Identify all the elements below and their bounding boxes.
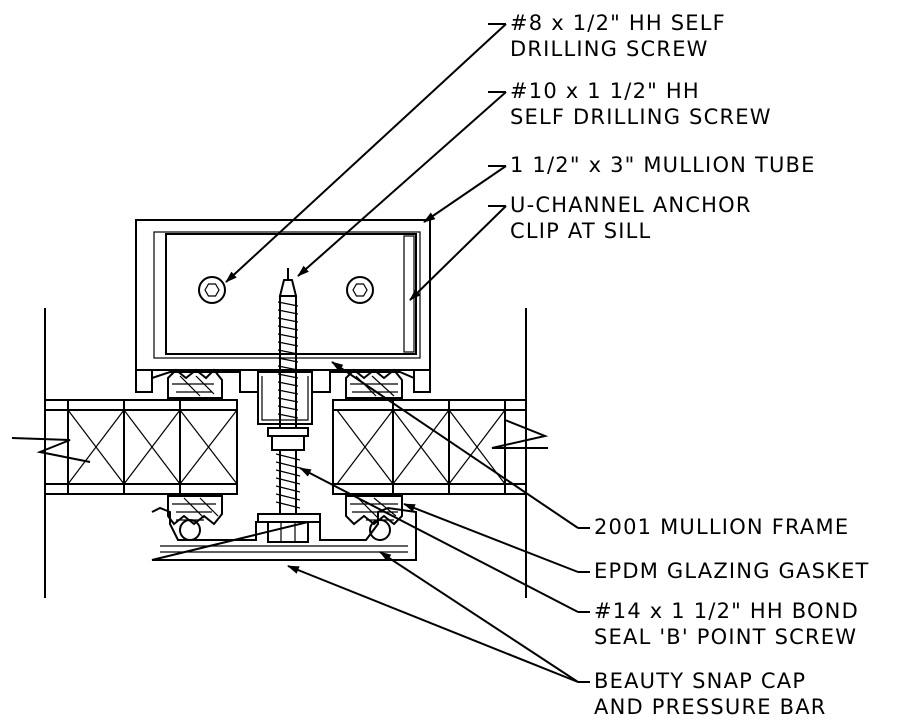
anchor-screw-left: [198, 276, 226, 304]
callout-snap-cap-line1: BEAUTY SNAP CAP: [594, 669, 806, 693]
callout-glazing-gasket: EPDM GLAZING GASKET: [594, 559, 870, 583]
gasket-top-left: [167, 368, 223, 399]
callout-anchor-clip-line1: U-CHANNEL ANCHOR: [510, 193, 752, 217]
callout-8-screw-line1: #8 x 1/2" HH SELF: [510, 11, 726, 35]
callout-anchor-clip-line2: CLIP AT SILL: [510, 219, 651, 243]
bond-seal-screw-14: [257, 449, 321, 543]
self-drilling-screw-10: [267, 268, 309, 451]
callout-10-screw-line1: #10 x 1 1/2" HH: [510, 79, 700, 103]
glazing-panel-left: [11, 399, 238, 495]
leader-lines: [225, 23, 590, 683]
callout-mullion-frame: 2001 MULLION FRAME: [594, 515, 849, 539]
callout-mullion-tube: 1 1/2" x 3" MULLION TUBE: [510, 153, 816, 177]
callout-labels: #8 x 1/2" HH SELF DRILLING SCREW #10 x 1…: [510, 11, 870, 719]
glazing-panel-right: [332, 399, 549, 495]
callout-10-screw-line2: SELF DRILLING SCREW: [510, 105, 772, 129]
mullion-tube: [135, 219, 431, 393]
callout-14-screw-line1: #14 x 1 1/2" HH BOND: [594, 599, 859, 623]
callout-14-screw-line2: SEAL 'B' POINT SCREW: [594, 625, 857, 649]
pressure-bar-snap-cap: [151, 506, 417, 561]
anchor-screw-right: [346, 276, 374, 304]
callout-snap-cap-line2: AND PRESSURE BAR: [594, 695, 827, 719]
gasket-top-right: [345, 368, 403, 399]
callout-8-screw-line2: DRILLING SCREW: [510, 37, 709, 61]
mullion-frame: [151, 371, 415, 425]
